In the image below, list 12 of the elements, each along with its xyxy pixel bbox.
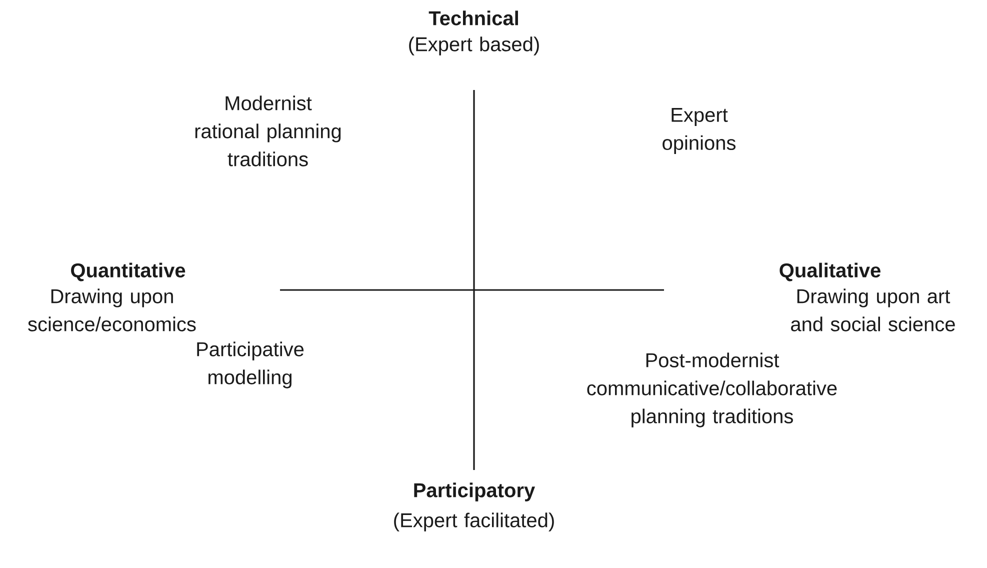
quadrant-label: Post-modernist communicative/collaborative planning traditions (587, 352, 837, 428)
quadrant-label: Modernist rational planning traditions (195, 96, 341, 166)
axis-subtitle: (Expert based) (409, 36, 539, 56)
axis-heading: Participatory (414, 482, 536, 502)
axis-subtitle: (Expert facilitated) (394, 512, 554, 532)
axis-heading: Technical (428, 10, 518, 26)
axis-description: Drawing upon art and social science (791, 288, 955, 332)
quadrant-label: Expert opinions (662, 108, 736, 154)
axis-description: Drawing upon science/economics (28, 288, 196, 332)
axis-heading: Qualitative (780, 262, 880, 282)
quadrant-label: Participative modelling (197, 342, 304, 388)
axis-heading: Quantitative (71, 262, 186, 282)
